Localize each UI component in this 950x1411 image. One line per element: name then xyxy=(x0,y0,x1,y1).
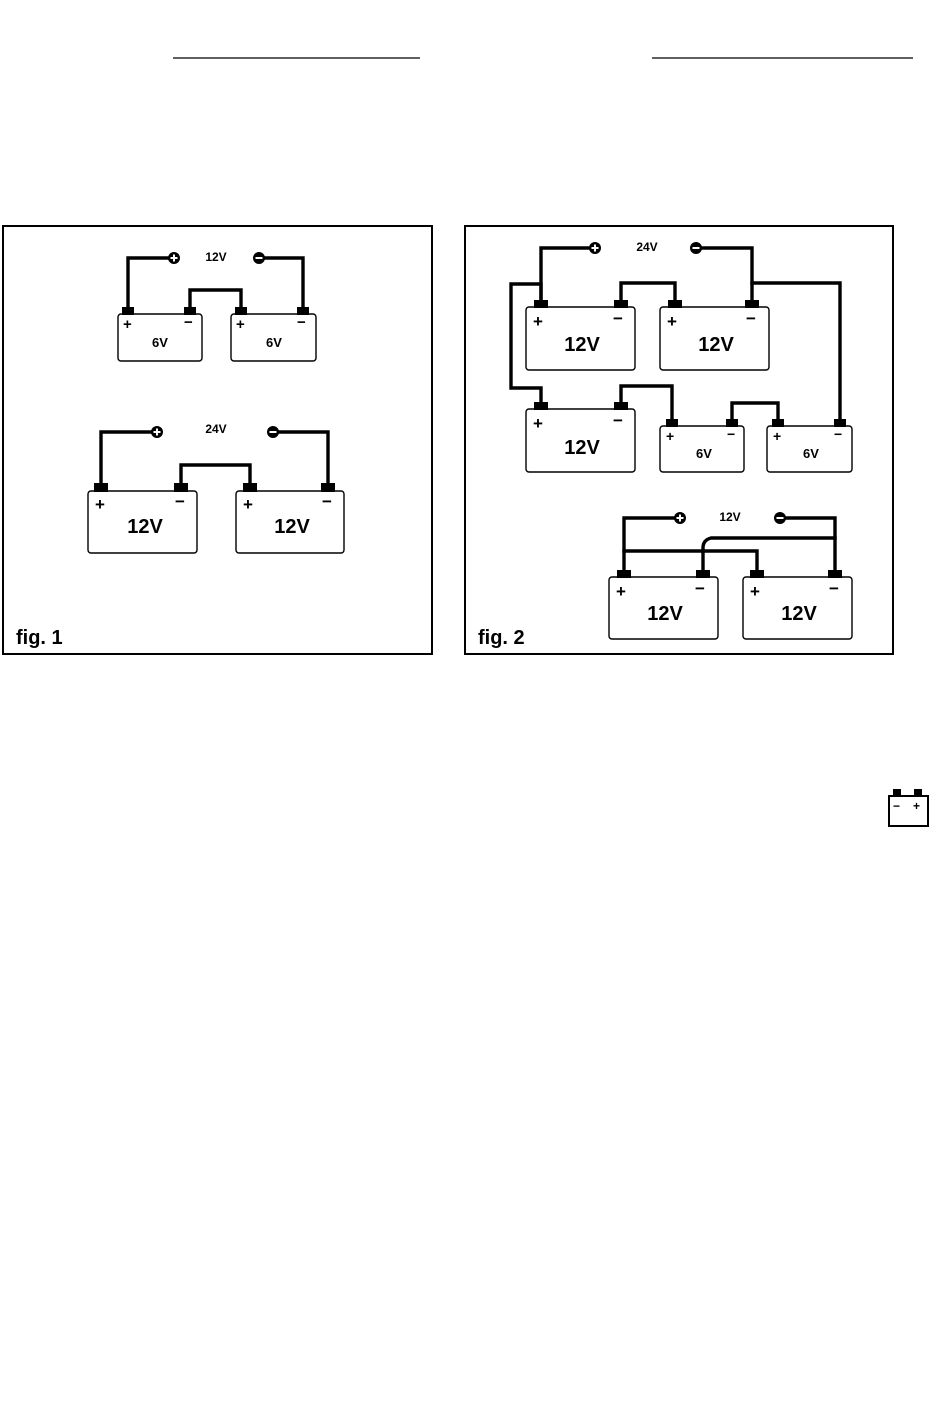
wire xyxy=(265,258,303,308)
wire xyxy=(786,518,835,571)
plus-sign: + xyxy=(773,428,781,444)
plus-sign: + xyxy=(95,495,105,514)
plus-sign: + xyxy=(236,316,245,333)
battery-icon-minus: − xyxy=(893,799,900,813)
battery: + − 12V xyxy=(88,483,197,553)
fig2-panel: fig. 2 24V + xyxy=(465,226,893,654)
minus-sign: − xyxy=(829,579,839,598)
battery: + − 6V xyxy=(660,419,744,472)
battery: + − 12V xyxy=(236,483,344,553)
wire xyxy=(703,538,835,571)
minus-sign: − xyxy=(175,492,185,511)
battery-voltage-label: 12V xyxy=(274,516,310,538)
battery-voltage-label: 12V xyxy=(781,603,817,625)
battery-voltage-label: 12V xyxy=(698,334,734,356)
battery: + − 6V xyxy=(767,419,852,472)
battery: + − 12V xyxy=(743,570,852,639)
output-voltage-label: 12V xyxy=(719,510,740,524)
battery-voltage-label: 12V xyxy=(564,334,600,356)
battery: + − 6V xyxy=(118,307,202,361)
plus-sign: + xyxy=(533,414,543,433)
wire xyxy=(541,248,589,302)
minus-sign: − xyxy=(322,492,332,511)
plus-sign: + xyxy=(533,312,543,331)
minus-sign: − xyxy=(746,309,756,328)
battery: + − 12V xyxy=(660,300,769,370)
output-voltage-label: 12V xyxy=(205,250,226,264)
battery-voltage-label: 12V xyxy=(127,516,163,538)
wire xyxy=(128,258,168,308)
plus-sign: + xyxy=(750,582,760,601)
plus-sign: + xyxy=(667,312,677,331)
battery-voltage-label: 6V xyxy=(152,335,168,350)
fig1-circuit-12v: 12V + − 6V + − 6V xyxy=(118,250,316,361)
positive-output-terminal-icon xyxy=(151,426,163,438)
wire xyxy=(190,290,241,308)
wire xyxy=(624,551,757,571)
minus-sign: − xyxy=(834,426,842,442)
positive-output-terminal-icon xyxy=(589,242,601,254)
battery-voltage-label: 6V xyxy=(696,446,712,461)
minus-sign: − xyxy=(184,314,193,331)
battery: + − 6V xyxy=(231,307,316,361)
battery-voltage-label: 12V xyxy=(647,603,683,625)
minus-sign: − xyxy=(297,314,306,331)
fig2-circuit-24v: 24V + − 12V + − 12V + xyxy=(511,240,852,472)
fig2-label: fig. 2 xyxy=(478,627,525,649)
plus-sign: + xyxy=(243,495,253,514)
minus-sign: − xyxy=(613,411,623,430)
negative-output-terminal-icon xyxy=(690,242,702,254)
wire xyxy=(101,432,151,484)
wire xyxy=(181,465,250,484)
plus-sign: + xyxy=(123,316,132,333)
output-voltage-label: 24V xyxy=(205,422,226,436)
negative-output-terminal-icon xyxy=(253,252,265,264)
positive-output-terminal-icon xyxy=(674,512,686,524)
battery-icon-plus: + xyxy=(913,799,920,813)
fig2-circuit-12v: 12V + − 12V + − 12V xyxy=(609,510,852,639)
battery-voltage-label: 6V xyxy=(803,446,819,461)
battery: + − 12V xyxy=(526,300,635,370)
battery: + − 12V xyxy=(609,570,718,639)
battery: + − 12V xyxy=(526,402,635,472)
minus-sign: − xyxy=(613,309,623,328)
battery-voltage-label: 12V xyxy=(564,437,600,459)
wire xyxy=(624,518,674,571)
plus-sign: + xyxy=(616,582,626,601)
wire xyxy=(621,283,675,302)
fig1-circuit-24v: 24V + − 12V + − 12V xyxy=(88,422,344,553)
positive-output-terminal-icon xyxy=(168,252,180,264)
wire xyxy=(279,432,328,484)
minus-sign: − xyxy=(727,426,735,442)
fig1-panel: fig. 1 12V + − 6V xyxy=(3,226,432,654)
negative-output-terminal-icon xyxy=(267,426,279,438)
minus-sign: − xyxy=(695,579,705,598)
wire xyxy=(732,403,778,421)
negative-output-terminal-icon xyxy=(774,512,786,524)
plus-sign: + xyxy=(666,428,674,444)
fig1-label: fig. 1 xyxy=(16,627,63,649)
battery-voltage-label: 6V xyxy=(266,335,282,350)
wire xyxy=(702,248,752,302)
battery-icon: − + xyxy=(889,789,928,826)
output-voltage-label: 24V xyxy=(636,240,657,254)
